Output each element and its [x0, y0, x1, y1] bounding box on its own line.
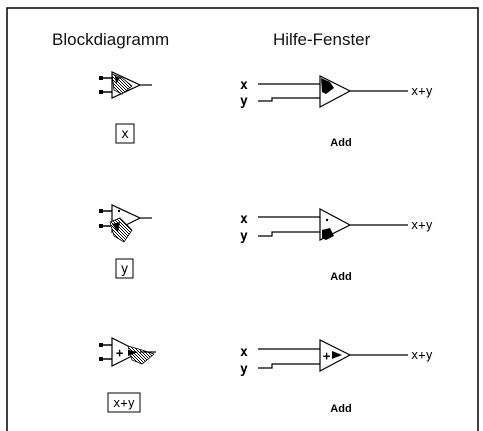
output-label-row2: x+y — [411, 218, 433, 232]
input-y-label-row2: y — [240, 229, 248, 244]
output-label-row1: x+y — [411, 84, 433, 98]
header-blockdiagramm: Blockdiagramm — [52, 30, 170, 49]
function-name-row2: Add — [330, 271, 351, 283]
frame-border — [6, 7, 479, 431]
help-diagram-row3: x y + x+y — [240, 339, 433, 377]
input-x-label-row1: x — [240, 78, 248, 93]
svg-text:+: + — [116, 346, 123, 360]
function-name-row3: Add — [330, 403, 351, 415]
probe-label-row2: y — [121, 262, 129, 277]
header-hilfe-fenster: Hilfe-Fenster — [273, 30, 371, 49]
probe-label-box-row3 — [107, 392, 141, 413]
add-node-icon-row1 — [99, 71, 152, 99]
probe-label-row3: x+y — [113, 396, 135, 410]
input-x-label-row2: x — [240, 212, 248, 227]
help-diagram-row2: x y x+y — [240, 208, 433, 244]
function-name-row1: Add — [330, 137, 351, 149]
input-y-label-row1: y — [240, 94, 248, 109]
add-node-icon-row2 — [99, 204, 152, 243]
output-label-row3: x+y — [411, 348, 433, 362]
probe-label-row1: x — [121, 127, 129, 142]
add-node-icon-row3: + — [99, 337, 156, 367]
input-x-label-row3: x — [240, 345, 248, 360]
probe-label-box-row2 — [115, 258, 134, 279]
help-diagram-row1: x y x+y — [240, 75, 433, 109]
probe-label-box-row1 — [115, 123, 135, 144]
input-y-label-row3: y — [240, 362, 248, 377]
svg-text:+: + — [323, 349, 330, 363]
